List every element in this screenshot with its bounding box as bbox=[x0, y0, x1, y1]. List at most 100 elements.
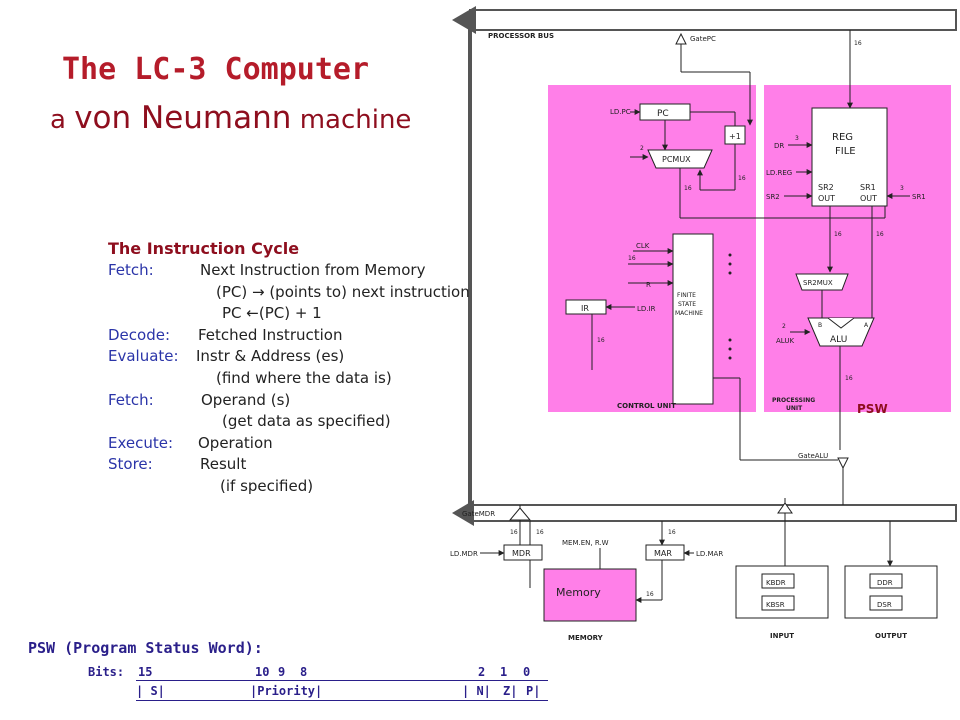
svg-text:2: 2 bbox=[640, 145, 644, 152]
svg-text:GateMDR: GateMDR bbox=[462, 510, 495, 518]
svg-text:DSR: DSR bbox=[877, 601, 892, 609]
svg-text:SR1: SR1 bbox=[912, 193, 926, 201]
psw-fields-underline bbox=[136, 700, 548, 701]
svg-text:16: 16 bbox=[646, 591, 654, 598]
svg-text:16: 16 bbox=[845, 375, 853, 382]
svg-text:OUT: OUT bbox=[818, 194, 835, 203]
svg-text:DR: DR bbox=[774, 142, 784, 150]
psw-bit: 9 bbox=[278, 665, 286, 679]
svg-text:MAR: MAR bbox=[654, 549, 672, 558]
svg-text:PROCESSING: PROCESSING bbox=[772, 397, 815, 404]
svg-text:DDR: DDR bbox=[877, 579, 893, 587]
psw-fields-row: | S| |Priority| | N| Z| P| bbox=[136, 684, 556, 700]
svg-text:OUTPUT: OUTPUT bbox=[875, 632, 907, 640]
psw-diagram-label: PSW bbox=[857, 402, 888, 416]
svg-text:16: 16 bbox=[684, 185, 692, 192]
svg-text:16: 16 bbox=[834, 231, 842, 238]
processor-bus-label: PROCESSOR BUS bbox=[488, 32, 554, 40]
pcmux bbox=[647, 149, 713, 169]
cycle-row: PC ←(PC) + 1 bbox=[222, 304, 322, 323]
subtitle-von-neumann: von Neumann bbox=[74, 100, 292, 136]
psw-bits-row: Bits: 15 10 9 8 2 1 0 bbox=[88, 665, 548, 681]
svg-text:MEM.EN, R.W: MEM.EN, R.W bbox=[562, 539, 609, 547]
cycle-row: Store:Result bbox=[108, 455, 247, 474]
psw-field-s: | S| bbox=[136, 684, 165, 698]
memory-note: Memory bbox=[556, 586, 601, 599]
psw-field-priority: |Priority| bbox=[250, 684, 323, 698]
psw-bit: 15 bbox=[138, 665, 153, 679]
svg-text:LD.IR: LD.IR bbox=[637, 305, 656, 313]
cycle-row: (PC) → (points to) next instruction bbox=[216, 282, 470, 301]
svg-text:16: 16 bbox=[876, 231, 884, 238]
sr2mux bbox=[795, 273, 849, 291]
cycle-row: Decode:Fetched Instruction bbox=[108, 325, 343, 344]
psw-bit: 8 bbox=[300, 665, 308, 679]
svg-text:LD.MDR: LD.MDR bbox=[450, 550, 478, 558]
gate-pc-tristate bbox=[675, 32, 687, 45]
svg-text:16: 16 bbox=[536, 529, 544, 536]
svg-text:MEMORY: MEMORY bbox=[568, 634, 604, 642]
psw-title: PSW (Program Status Word): bbox=[28, 639, 263, 657]
cycle-row: (if specified) bbox=[220, 476, 314, 495]
svg-text:2: 2 bbox=[782, 323, 786, 330]
memory-block bbox=[543, 568, 637, 622]
svg-text:INPUT: INPUT bbox=[770, 632, 794, 640]
svg-text:LD.REG: LD.REG bbox=[766, 169, 792, 177]
cycle-row: Execute:Operation bbox=[108, 433, 273, 452]
psw-bit: 10 bbox=[255, 665, 270, 679]
psw-bits-label: Bits: bbox=[88, 665, 125, 679]
svg-text:SR1: SR1 bbox=[860, 183, 876, 192]
svg-text:REG: REG bbox=[832, 132, 853, 143]
psw-field-z: Z| bbox=[503, 684, 518, 698]
svg-text:LD.MAR: LD.MAR bbox=[696, 550, 723, 558]
svg-text:ALUK: ALUK bbox=[776, 337, 794, 345]
svg-text:UNIT: UNIT bbox=[786, 405, 803, 412]
svg-text:SR2MUX: SR2MUX bbox=[803, 279, 833, 287]
processor-bus bbox=[452, 6, 957, 526]
page-title: The LC-3 Computer bbox=[62, 52, 370, 87]
svg-text:MACHINE: MACHINE bbox=[675, 310, 703, 317]
psw-bits-underline bbox=[136, 680, 548, 681]
svg-text:STATE: STATE bbox=[678, 301, 696, 308]
svg-text:CONTROL UNIT: CONTROL UNIT bbox=[617, 402, 676, 410]
svg-text:FILE: FILE bbox=[835, 146, 856, 157]
svg-text:+1: +1 bbox=[729, 132, 741, 141]
gate-alu-tristate bbox=[837, 457, 849, 470]
register-file bbox=[811, 107, 888, 207]
finite-state-machine bbox=[672, 233, 714, 405]
svg-text:16: 16 bbox=[510, 529, 518, 536]
svg-text:MDR: MDR bbox=[512, 549, 531, 558]
cycle-row: Fetch:Next Instruction from Memory bbox=[108, 261, 426, 279]
svg-text:A: A bbox=[864, 322, 869, 329]
svg-text:LD.PC: LD.PC bbox=[610, 108, 631, 116]
svg-text:16: 16 bbox=[597, 337, 605, 344]
cycle-row: (find where the data is) bbox=[216, 368, 392, 387]
svg-text:KBSR: KBSR bbox=[766, 601, 785, 609]
instruction-cycle: The Instruction Cycle Fetch:Next Instruc… bbox=[108, 238, 470, 498]
svg-text:KBDR: KBDR bbox=[766, 579, 786, 587]
svg-text:3: 3 bbox=[795, 135, 799, 142]
svg-text:16: 16 bbox=[628, 255, 636, 262]
svg-text:3: 3 bbox=[900, 185, 904, 192]
svg-text:16: 16 bbox=[738, 175, 746, 182]
svg-text:CLK: CLK bbox=[636, 242, 650, 250]
instruction-cycle-heading: The Instruction Cycle bbox=[108, 239, 300, 258]
subtitle-machine: machine bbox=[299, 105, 412, 135]
svg-text:IR: IR bbox=[581, 304, 589, 313]
svg-text:R: R bbox=[646, 281, 651, 289]
control-unit-region bbox=[548, 85, 756, 412]
cycle-row: Fetch:Operand (s) bbox=[108, 390, 291, 409]
page-subtitle: a von Neumann machine bbox=[50, 100, 411, 136]
gate-pc-label: GatePC bbox=[690, 35, 716, 43]
svg-text:ALU: ALU bbox=[830, 335, 847, 345]
psw-bit: 0 bbox=[523, 665, 531, 679]
svg-text:B: B bbox=[818, 322, 822, 329]
svg-text:SR2: SR2 bbox=[766, 193, 780, 201]
svg-text:GateALU: GateALU bbox=[798, 452, 828, 460]
svg-text:PC: PC bbox=[657, 109, 669, 119]
subtitle-a: a bbox=[50, 105, 66, 135]
svg-text:PCMUX: PCMUX bbox=[662, 155, 691, 164]
psw-bit: 2 bbox=[478, 665, 486, 679]
psw-field-n: | N| bbox=[462, 684, 491, 698]
